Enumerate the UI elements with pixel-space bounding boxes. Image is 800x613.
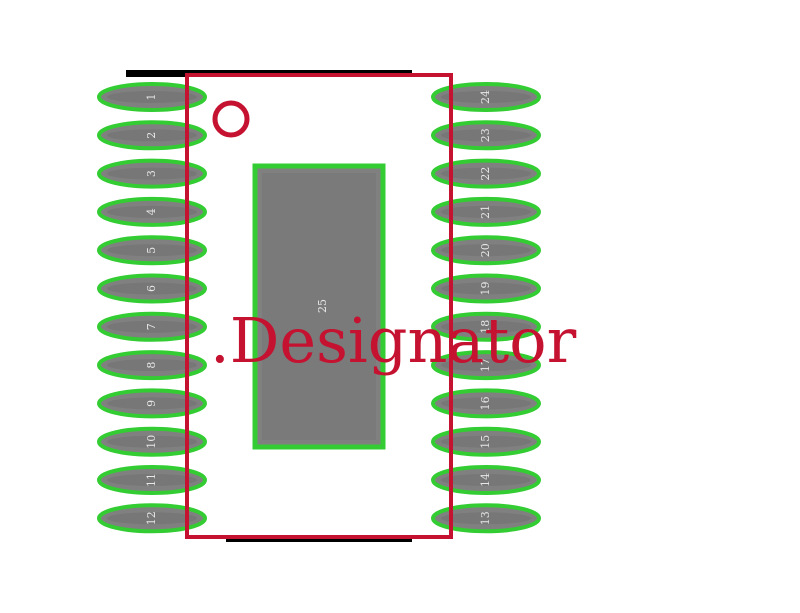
pin-pad-right-12[interactable]: 13 [431,503,541,534]
pin-pad-left-1[interactable]: 1 [97,82,207,112]
pin-pad-inner [441,205,531,218]
pin-pad-left-4[interactable]: 4 [97,196,207,227]
pin-pad-left-2[interactable]: 2 [97,120,207,151]
pin-pad-inner [441,474,531,486]
pin-pad-inner [441,282,531,295]
pin-pad-right-11[interactable]: 14 [431,465,541,495]
pin-number-label: 18 [479,320,492,334]
pin-pad-inner [441,397,531,410]
pin-pad-inner [441,167,531,180]
pin-pad-left-10[interactable]: 10 [97,426,207,457]
right-pin-column: 24 23 22 21 20 19 18 17 16 15 14 13 [431,82,541,534]
pin-pad-inner [107,129,197,142]
pin-pad-left-12[interactable]: 12 [97,503,207,534]
pin-pad-inner [107,205,197,218]
pin-pad-left-7[interactable]: 7 [97,311,207,342]
pin-pad-inner [107,435,197,448]
pin-pad-inner [441,359,531,372]
pin-pad-left-3[interactable]: 3 [97,158,207,189]
pin-pad-left-5[interactable]: 5 [97,235,207,266]
pin-number-label: 24 [479,90,492,104]
pin-pad-right-4[interactable]: 21 [431,196,541,227]
pin-pad-inner [107,320,197,333]
pin-number-label: 7 [145,323,158,330]
pin-number-label: 23 [479,128,492,142]
pin-number-label: 11 [145,473,158,487]
pin-pad-left-9[interactable]: 9 [97,388,207,419]
pin-number-label: 10 [145,435,158,449]
pin-pad-inner [441,244,531,257]
pin-pad-inner [107,91,197,103]
pin-number-label: 22 [479,167,492,181]
pin-pad-right-6[interactable]: 19 [431,273,541,304]
pin-number-label: 12 [145,511,158,525]
pin-number-label: 2 [145,132,158,139]
pin-pad-inner [107,167,197,180]
pin-number-label: 8 [145,362,158,369]
pin-number-label: 13 [479,511,492,525]
pin-pad-inner [107,512,197,525]
pin-pad-left-11[interactable]: 11 [97,465,207,495]
pin-number-label: 15 [479,435,492,449]
pin-pad-inner [107,359,197,372]
pin-number-label: 5 [145,247,158,254]
pin-number-label: 4 [145,208,158,215]
pin-number-label: 20 [479,243,492,257]
thermal-pad-inner [262,173,376,440]
pin-pad-right-10[interactable]: 15 [431,426,541,457]
pin-pad-right-1[interactable]: 24 [431,82,541,112]
pin-pad-right-9[interactable]: 16 [431,388,541,419]
pin-pad-inner [441,320,531,333]
pin-pad-inner [107,282,197,295]
pin-pad-inner [441,91,531,103]
thermal-pad-label: 25 [316,299,329,313]
pin-number-label: 6 [145,285,158,292]
pin-pad-inner [441,435,531,448]
pin-number-label: 16 [479,396,492,410]
pin-pad-inner [107,474,197,486]
pin-one-marker [212,100,250,138]
pin-pad-inner [107,244,197,257]
pin-number-label: 14 [479,473,492,487]
pin-pad-left-8[interactable]: 8 [97,350,207,381]
component-body-outline [185,73,453,539]
pin-pad-right-3[interactable]: 22 [431,158,541,189]
pin-number-label: 9 [145,400,158,407]
pin-pad-inner [441,129,531,142]
pin-pad-inner [441,512,531,525]
pin-number-label: 17 [479,358,492,372]
designator-label: .Designator [210,304,577,377]
pin-pad-left-6[interactable]: 6 [97,273,207,304]
pin-pad-right-7[interactable]: 18 [431,311,541,342]
pin-pad-inner [107,397,197,410]
pin-number-label: 1 [145,94,158,101]
pin-number-label: 19 [479,282,492,296]
pin-pad-right-2[interactable]: 23 [431,120,541,151]
pin-pad-right-5[interactable]: 20 [431,235,541,266]
pin-number-label: 21 [479,205,492,219]
pin-pad-right-8[interactable]: 17 [431,350,541,381]
pin-number-label: 3 [145,170,158,177]
